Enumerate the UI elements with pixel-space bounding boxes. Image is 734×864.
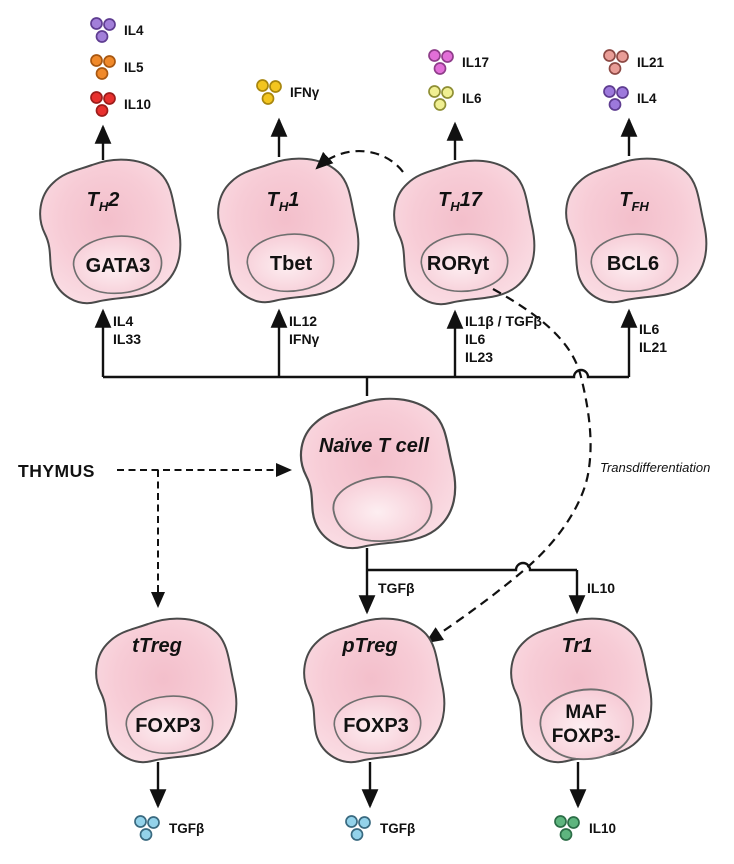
inducer-th2-2: IL33	[113, 331, 141, 347]
cytokine-label-tgfb-ptreg: TGFβ	[380, 821, 415, 836]
cytokine-dots-il21	[603, 49, 629, 75]
cell-label-ptreg: pTreg	[341, 635, 397, 657]
tf-label-maf: MAF	[565, 702, 606, 723]
cytokine-th1-ifng: IFNγ	[256, 79, 320, 105]
signal-il10-label: IL10	[587, 580, 615, 596]
cell-label-tr1: Tr1	[562, 635, 593, 657]
tf-label-foxp3neg: FOXP3-	[552, 726, 621, 747]
inducer-th2-1: IL4	[113, 313, 133, 329]
cytokine-dots-il10-tr1	[554, 815, 580, 841]
inducer-th1-1: IL12	[289, 313, 317, 329]
inducer-th17-3: IL23	[465, 349, 493, 365]
cytokine-label-il4: IL4	[124, 23, 144, 38]
tf-label-gata3: GATA3	[86, 255, 151, 277]
cell-label-tfh: TFH	[619, 189, 649, 214]
signal-tgfb-label: TGFβ	[378, 580, 415, 596]
cytokine-dots-il10	[90, 91, 116, 117]
cytokine-tfh-il4: IL4	[603, 85, 657, 111]
cell-th17: TH17 RORγt	[393, 159, 536, 306]
tf-label-tbet: Tbet	[270, 253, 313, 275]
tf-label-foxp3-ttreg: FOXP3	[135, 715, 201, 737]
transdifferentiation-arrow-th17-ptreg	[425, 288, 592, 644]
cytokine-label-ifng: IFNγ	[290, 85, 320, 100]
cytokine-label-tgfb-ttreg: TGFβ	[169, 821, 204, 836]
cytokine-dots-il6	[428, 85, 454, 111]
cytokine-label-il4b: IL4	[637, 91, 657, 106]
cell-ptreg: pTreg FOXP3	[303, 617, 446, 764]
cytokine-th17-il6: IL6	[428, 85, 482, 111]
cell-th1: TH1 Tbet	[217, 157, 360, 304]
inducer-th1-2: IFNγ	[289, 331, 320, 347]
cytokine-th2-il5: IL5	[90, 54, 144, 80]
cytokine-th17-il17: IL17	[428, 49, 489, 75]
cell-ttreg: tTreg FOXP3	[95, 617, 238, 764]
cell-tr1: Tr1 MAF FOXP3-	[510, 617, 653, 764]
cytokine-label-il17: IL17	[462, 55, 489, 70]
cytokine-dots-il4	[90, 17, 116, 43]
cytokine-tr1-il10: IL10	[554, 815, 616, 841]
tf-label-foxp3-ptreg: FOXP3	[343, 715, 409, 737]
inducer-tfh-1: IL6	[639, 321, 659, 337]
tf-label-rorgt: RORγt	[427, 253, 490, 275]
cytokine-label-il21: IL21	[637, 55, 665, 70]
cytokine-label-il6: IL6	[462, 91, 482, 106]
inducer-th17-2: IL6	[465, 331, 485, 347]
cytokine-dots-tgfb-ptreg	[345, 815, 371, 841]
induction-connector-line	[103, 368, 629, 379]
cytokine-label-il10-tr1: IL10	[589, 821, 616, 836]
cytokine-label-il5: IL5	[124, 60, 144, 75]
inducer-tfh-2: IL21	[639, 339, 667, 355]
transdifferentiation-arrow-th17-th1	[315, 149, 404, 173]
cytokine-dots-il4b	[603, 85, 629, 111]
cell-label-naive: Naïve T cell	[319, 435, 430, 457]
cell-naive: Naïve T cell	[299, 397, 457, 550]
cytokine-tfh-il21: IL21	[603, 49, 665, 75]
tf-label-bcl6: BCL6	[607, 253, 659, 275]
cytokine-ptreg-tgfb: TGFβ	[345, 815, 415, 841]
cell-label-th17: TH17	[438, 189, 483, 214]
transdifferentiation-label: Transdifferentiation	[600, 460, 710, 475]
inducer-th17-1: IL1β / TGFβ	[465, 313, 542, 329]
cell-label-th2: TH2	[87, 189, 120, 214]
cytokine-th2-il4: IL4	[90, 17, 144, 43]
cytokine-dots-ifng	[256, 79, 282, 105]
naive-output-branch	[367, 561, 577, 572]
cell-th2: TH2 GATA3	[39, 158, 182, 305]
cytokine-label-il10: IL10	[124, 97, 151, 112]
cytokine-dots-il5	[90, 54, 116, 80]
cytokine-dots-tgfb-ttreg	[134, 815, 160, 841]
cytokine-ttreg-tgfb: TGFβ	[134, 815, 204, 841]
cell-label-th1: TH1	[267, 189, 300, 214]
thymus-label: THYMUS	[18, 461, 95, 481]
cell-label-ttreg: tTreg	[132, 635, 182, 657]
cytokine-th2-il10: IL10	[90, 91, 151, 117]
cytokine-dots-il17	[428, 49, 454, 75]
cell-tfh: TFH BCL6	[565, 157, 708, 304]
